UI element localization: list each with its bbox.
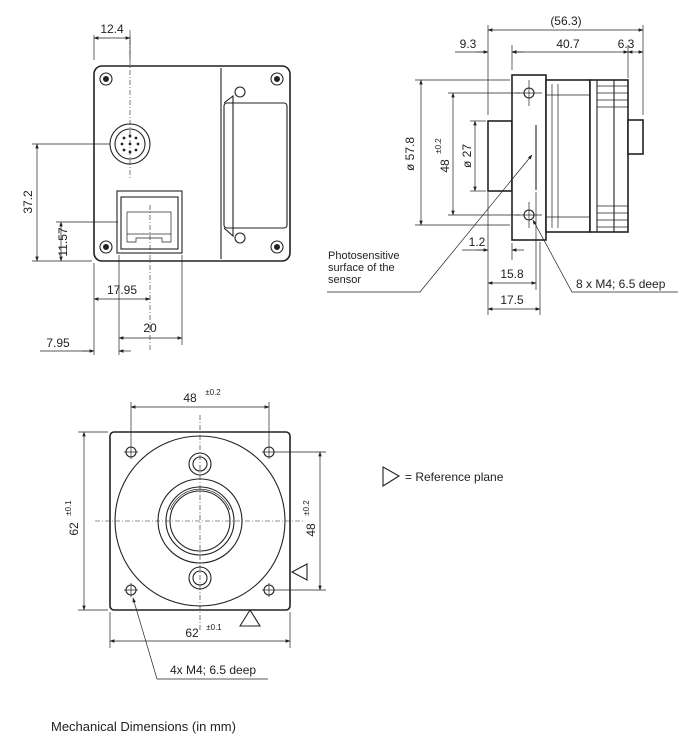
dim-width-tol: ±0.1 <box>206 623 222 632</box>
dim-height: 37.2 <box>21 190 35 214</box>
side-view: (56.3) 9.3 40.7 6.3 ø 57.8 48 ±0.2 ø 27 … <box>327 14 678 315</box>
sensor-label-line1: Photosensitive <box>328 250 400 262</box>
dim-depth1: 15.8 <box>500 267 524 281</box>
back-view: 12.4 37.2 11.57 17.95 20 7.95 <box>21 22 291 355</box>
triangle-reference-icon <box>382 466 401 487</box>
reference-plane-icon <box>239 608 261 627</box>
dim-width: 62 <box>185 626 199 640</box>
screw-icon <box>99 72 284 254</box>
main-body <box>545 79 591 233</box>
dim-pitch-v-tol: ±0.2 <box>302 500 311 516</box>
back-housing <box>93 65 291 262</box>
front-view: 48 ±0.2 48 ±0.2 62 ±0.1 62 ±0.1 4x M4; 6… <box>64 388 326 680</box>
rear-body <box>589 79 629 233</box>
legend-text: = Reference plane <box>405 470 504 484</box>
dim-pitch-h-tol: ±0.2 <box>205 388 221 397</box>
mount-hole-icon <box>188 452 212 590</box>
thread-label: 8 x M4; 6.5 deep <box>576 277 666 291</box>
rear-connector <box>627 119 644 155</box>
dim-low: 11.57 <box>56 227 70 256</box>
panel-hole-icon <box>234 232 246 244</box>
dim-offset-a: 17.95 <box>107 283 137 297</box>
front-thread-label: 4x M4; 6.5 deep <box>170 663 256 677</box>
dim-offset-b: 20 <box>143 321 157 335</box>
dim-dia-outer: ø 57.8 <box>403 137 417 171</box>
dim-pitch-h: 48 <box>183 391 197 405</box>
sensor-label-line3: sensor <box>328 274 361 286</box>
thread-leader <box>532 219 678 293</box>
dim-height-front-tol: ±0.1 <box>64 500 73 516</box>
dim-gap: 1.2 <box>469 235 486 249</box>
lens-ring-inner <box>169 490 231 552</box>
dim-offset-c: 7.95 <box>46 336 70 350</box>
dim-a: 9.3 <box>460 37 477 51</box>
lens-ring-middle <box>165 486 235 556</box>
caption: Mechanical Dimensions (in mm) <box>51 719 236 734</box>
lens-ring-outer <box>157 478 243 564</box>
front-thread-leader <box>132 597 268 680</box>
corner-thread-icon <box>124 445 276 597</box>
dim-pitch-v: 48 <box>304 523 318 537</box>
dim-pitch-tol: ±0.2 <box>434 138 443 154</box>
dim-c: 6.3 <box>618 37 635 51</box>
dim-b: 40.7 <box>556 37 580 51</box>
dim-dia-inner: ø 27 <box>460 144 474 168</box>
side-panel-recess <box>223 102 288 229</box>
lens-mount <box>487 120 513 192</box>
dim-total: (56.3) <box>550 14 581 28</box>
sensor-leader <box>327 154 533 293</box>
dim-height-front: 62 <box>67 522 81 536</box>
legend: = Reference plane <box>382 466 504 487</box>
dim-top: 12.4 <box>100 22 124 36</box>
reference-plane-icon <box>290 563 308 581</box>
sensor-label-line2: surface of the <box>328 262 395 274</box>
dim-depth2: 17.5 <box>500 293 524 307</box>
front-disc <box>114 435 286 607</box>
panel-hole-icon <box>234 86 246 98</box>
dim-pitch: 48 <box>438 159 452 173</box>
